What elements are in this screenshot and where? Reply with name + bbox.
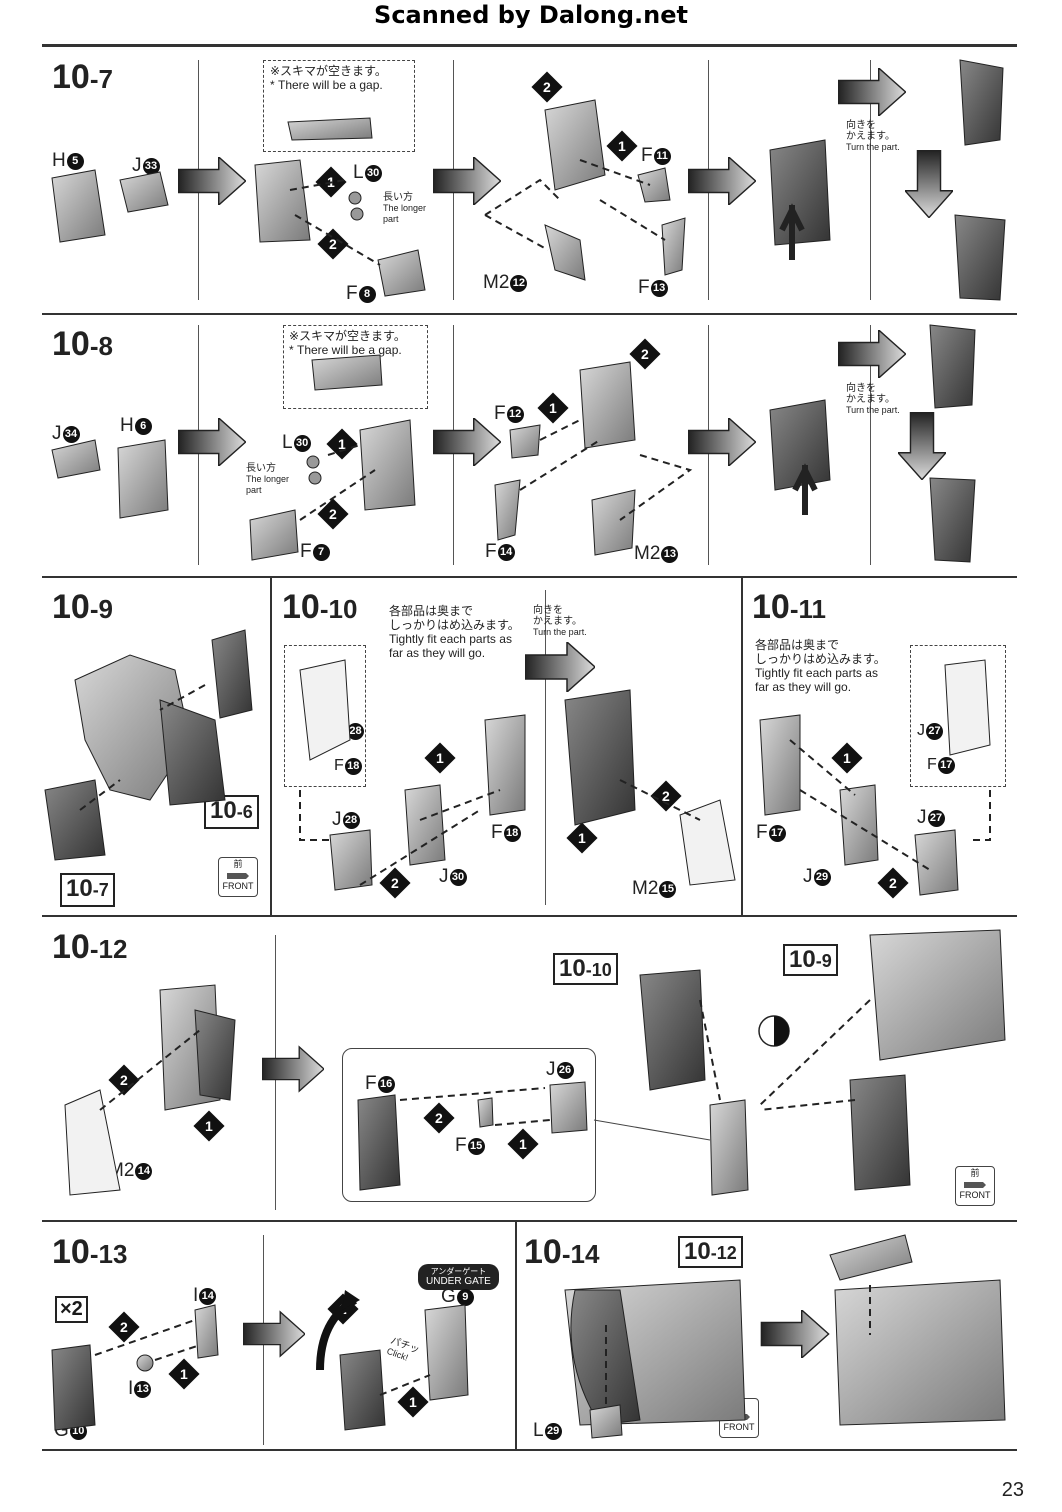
quantity-badge: ×2 [55,1296,88,1323]
step-arrow-icon [262,1046,324,1092]
step-arrow-icon [838,68,906,116]
row-divider [42,915,1017,917]
step-arrow-icon [760,1310,830,1358]
part-label: J28 [338,722,364,740]
fit-note: 各部品は奥までしっかりはめ込みます。Tightly fit each parts… [755,638,886,694]
step-arrow-icon [525,642,595,692]
row-divider [42,313,1017,315]
step-reference: 10-9 [783,944,838,976]
step-number: 10-13 [52,1233,128,1271]
step-reference: 10-12 [678,1236,743,1268]
step-arrow-icon [178,418,246,466]
step-arrow-icon [243,1311,305,1357]
step-arrow-icon [433,157,501,205]
row-divider [42,576,1017,578]
gap-note-box [283,325,428,409]
step-arrow-icon [898,412,946,480]
step-arrow-icon [178,157,246,205]
separator [870,60,871,300]
step-arrow-icon [905,150,953,218]
detail-box [284,645,366,787]
step-number: 10-10 [282,588,358,626]
step-arrow-icon [688,418,756,466]
col-divider [270,577,272,916]
top-rule [42,44,1017,47]
step-reference: 10-10 [553,953,618,985]
step-number: 10-11 [752,588,826,626]
step-number: 10-7 [52,58,113,96]
row-divider [42,1220,1017,1222]
step-arrow-icon [838,330,906,378]
col-divider [515,1221,517,1450]
detail-box [910,645,1006,787]
step-number: 10-9 [52,588,113,626]
step-arrow-icon [688,157,756,205]
fit-note: 各部品は奥までしっかりはめ込みます。Tightly fit each parts… [389,604,520,660]
detail-panel [342,1048,596,1202]
gap-note-box [263,60,415,152]
turn-note: 向きをかえます。Turn the part. [846,383,900,415]
step-reference: 10-7 [60,873,115,907]
gap-note: ※スキマが空きます。* There will be a gap. [289,329,406,357]
watermark: Scanned by Dalong.net [374,1,688,29]
gap-note: ※スキマが空きます。* There will be a gap. [270,64,387,92]
step-number: 10-12 [52,928,128,966]
page-number: 23 [1001,1479,1024,1501]
separator [545,590,546,905]
separator [870,325,871,565]
turn-note: 向きをかえます。Turn the part. [533,605,587,637]
step-number: 10-8 [52,325,113,363]
step-number: 10-14 [524,1233,600,1271]
col-divider [741,577,743,916]
bottom-rule [42,1449,1017,1451]
step-arrow-icon [433,418,501,466]
turn-note: 向きをかえます。Turn the part. [846,120,900,152]
